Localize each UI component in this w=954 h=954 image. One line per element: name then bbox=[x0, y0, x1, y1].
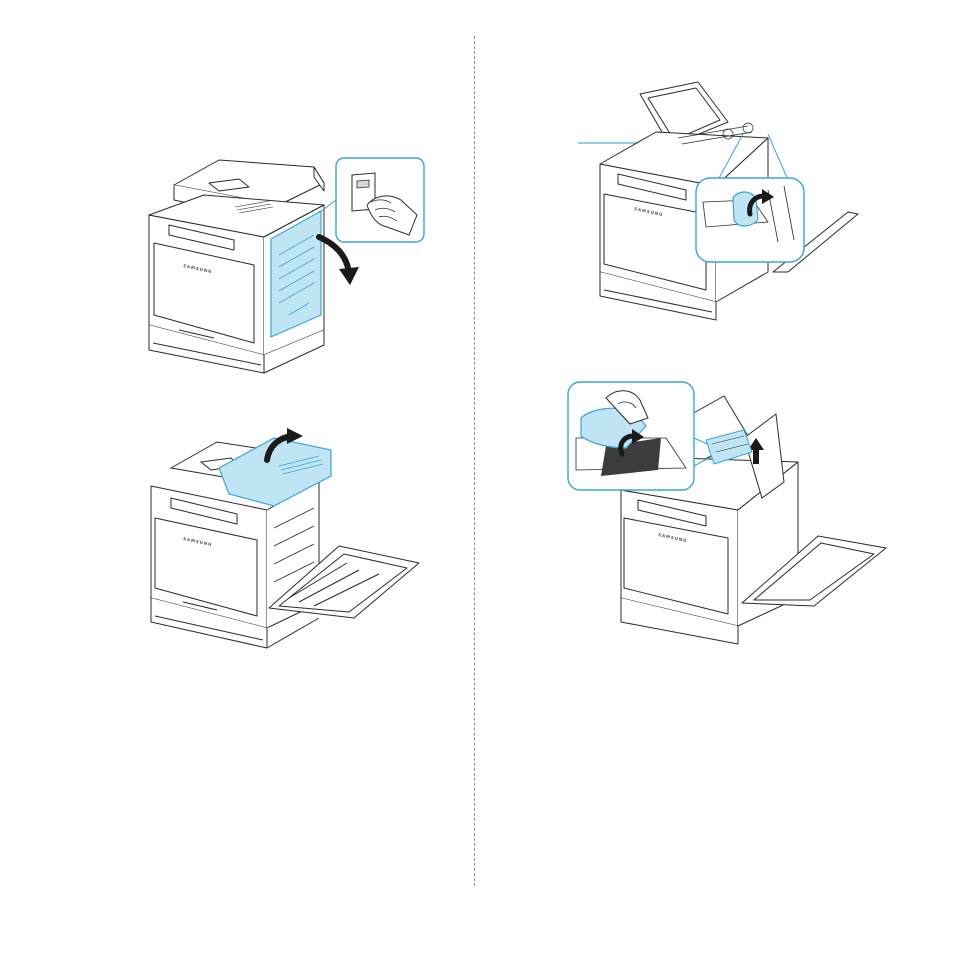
column-divider bbox=[474, 36, 475, 886]
figure-release-fuser-lever: SAMSUNG bbox=[578, 82, 863, 322]
figure-open-side-cover: SAMSUNG bbox=[139, 155, 429, 377]
printer-side-cover-illustration: SAMSUNG bbox=[139, 155, 429, 377]
printer-fuser-illustration: SAMSUNG bbox=[578, 82, 863, 322]
printer-remove-paper-illustration: SAMSUNG bbox=[566, 378, 891, 646]
hand-latch-icon bbox=[336, 158, 424, 242]
printer-top-cover-illustration: SAMSUNG bbox=[139, 428, 424, 654]
figure-lift-top-cover: SAMSUNG bbox=[139, 428, 424, 654]
figure-remove-jammed-paper: SAMSUNG bbox=[566, 378, 891, 646]
curved-arrow-down-icon bbox=[319, 237, 359, 285]
